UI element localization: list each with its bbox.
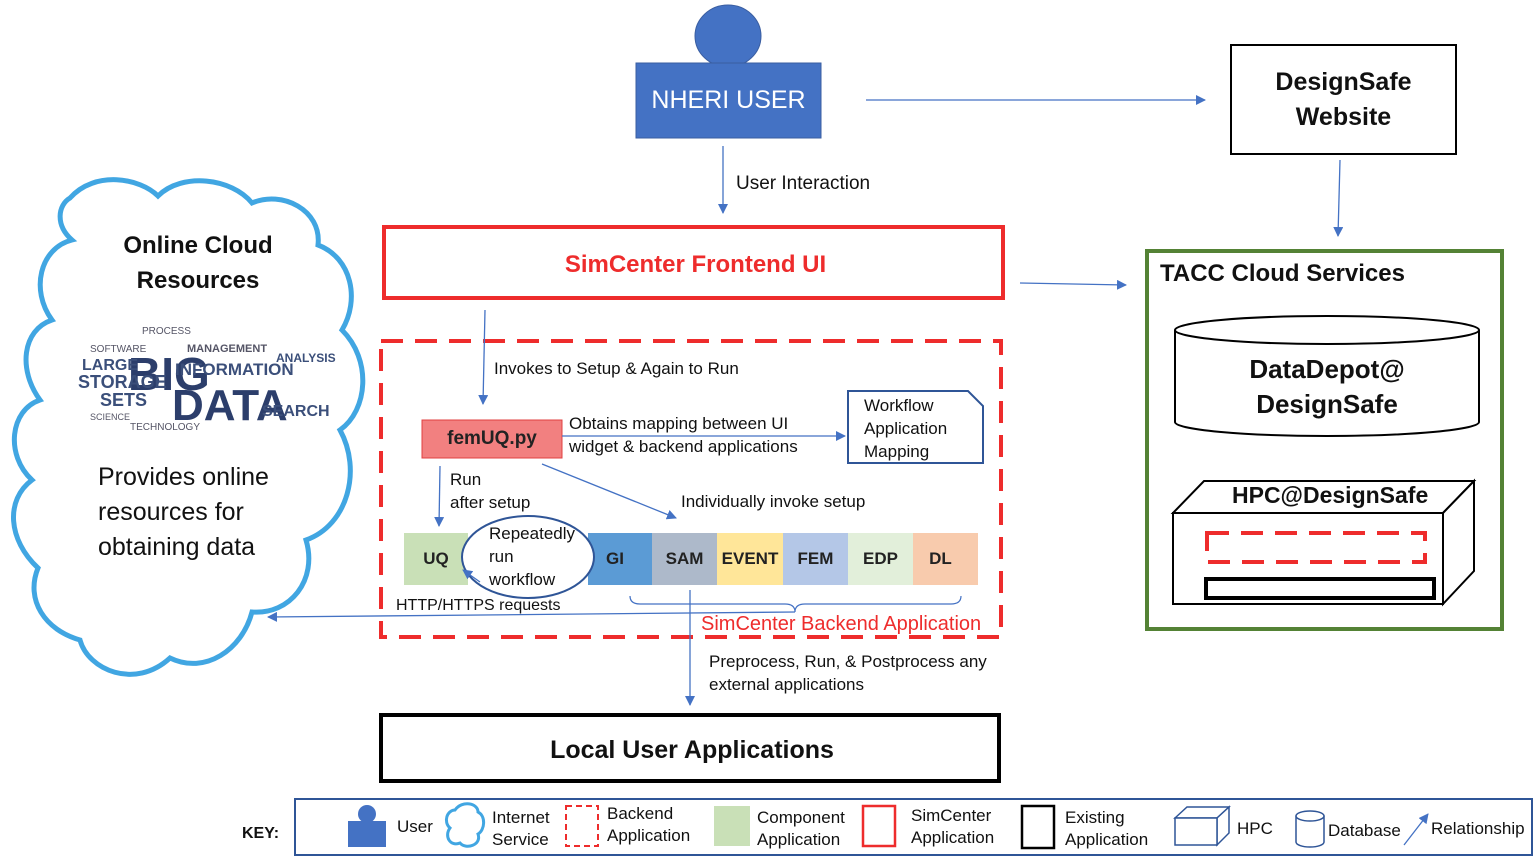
svg-text:TECHNOLOGY: TECHNOLOGY	[130, 422, 200, 433]
user-head	[694, 4, 762, 68]
key-user-icon	[348, 805, 386, 847]
key-title: KEY:	[242, 825, 280, 842]
local-apps-box	[379, 713, 1001, 783]
sam-segment-bg	[652, 533, 717, 585]
key-label-component: Component Application	[757, 808, 845, 849]
svg-text:DATA: DATA	[172, 381, 288, 430]
key-label-user: User	[397, 817, 433, 836]
invokes-label: Invokes to Setup & Again to Run	[494, 359, 739, 378]
femuq-label: femUQ.py	[447, 428, 537, 449]
arrow-repeat-loop	[462, 569, 481, 583]
edp-component: EDP	[863, 549, 898, 568]
big-data-wordcloud: BIG DATA INFORMATION STORAGE LARGE SETS …	[66, 302, 336, 442]
hpc-box	[1170, 478, 1477, 607]
arrow-femuq-to-uq	[434, 465, 445, 527]
svg-text:INFORMATION: INFORMATION	[175, 360, 294, 379]
user-label: NHERI USER	[651, 86, 806, 114]
mapping-label: Obtains mapping between UI widget & back…	[569, 414, 798, 456]
dl-segment-bg	[913, 533, 978, 585]
sam-component: SAM	[665, 549, 704, 568]
key-label-backend: Backend Application	[607, 804, 691, 845]
edp-segment-bg	[848, 533, 913, 585]
user-body	[635, 62, 822, 139]
arrow-frontend-to-femuq	[478, 309, 489, 405]
repeat-loop-ellipse	[461, 515, 595, 599]
arrow-http-to-cloud	[267, 611, 796, 622]
key-green-box-icon	[714, 806, 750, 846]
key-red-box-icon	[861, 804, 897, 848]
key-label-relationship: Relationship	[1431, 819, 1525, 838]
gi-component: GI	[606, 549, 624, 568]
preprocess-label: Preprocess, Run, & Postprocess any exter…	[709, 652, 987, 694]
tacc-title: TACC Cloud Services	[1160, 260, 1405, 287]
backend-box	[379, 339, 1003, 639]
designsafe-website-label: DesignSafe Website	[1275, 67, 1412, 131]
components-brace	[629, 595, 962, 613]
key-internet-cloud-icon	[444, 802, 486, 848]
datadepot-label: DataDepot@ DesignSafe	[1249, 354, 1405, 419]
key-label-database: Database	[1328, 821, 1401, 840]
key-label-existing: Existing Application	[1065, 808, 1149, 849]
dl-component: DL	[929, 549, 952, 568]
uq-component: UQ	[423, 549, 449, 568]
key-black-box-icon	[1020, 804, 1056, 850]
key-relationship-arrow-icon	[1403, 813, 1429, 846]
key-label-internet: Internet Service	[492, 808, 550, 849]
key-box	[294, 798, 1533, 856]
local-apps-label: Local User Applications	[550, 735, 834, 764]
http-label: HTTP/HTTPS requests	[396, 597, 561, 614]
arrow-frontend-to-tacc	[1019, 279, 1127, 290]
key-label-hpc: HPC	[1237, 819, 1273, 838]
designsafe-website-box	[1230, 44, 1457, 155]
repeatedly-run-label: Repeatedly run workflow	[489, 524, 576, 589]
key-database-icon	[1295, 810, 1325, 848]
uq-segment-bg	[404, 533, 468, 585]
svg-text:BIG: BIG	[128, 348, 210, 400]
cloud-title: Online Cloud Resources	[123, 232, 273, 294]
workflow-mapping-label: Workflow Application Mapping	[864, 396, 948, 461]
key-label-simcenter: SimCenter Application	[911, 806, 995, 847]
event-component: EVENT	[721, 549, 779, 568]
svg-text:SETS: SETS	[100, 390, 147, 410]
arrow-designsafe-to-tacc	[1333, 159, 1344, 237]
svg-text:PROCESS: PROCESS	[142, 326, 191, 337]
cloud-description: Provides online resources for obtaining …	[98, 463, 269, 561]
individually-invoke-label: Individually invoke setup	[681, 492, 866, 511]
arrow-femuq-to-components	[541, 463, 677, 520]
datadepot-database	[1174, 315, 1480, 437]
frontend-label: SimCenter Frontend UI	[564, 250, 827, 278]
femuq-box	[421, 419, 563, 459]
svg-text:SOFTWARE: SOFTWARE	[90, 344, 147, 355]
frontend-box	[382, 225, 1005, 300]
svg-text:LARGE: LARGE	[82, 357, 138, 374]
svg-text:MANAGEMENT: MANAGEMENT	[187, 343, 267, 355]
svg-text:SCIENCE: SCIENCE	[90, 412, 130, 422]
svg-text:SEARCH: SEARCH	[262, 403, 330, 420]
svg-text:ANALYSIS: ANALYSIS	[276, 351, 336, 365]
event-segment-bg	[717, 533, 783, 585]
run-after-setup-label: Run after setup	[450, 470, 531, 512]
fem-component: FEM	[797, 549, 834, 568]
backend-label: SimCenter Backend Application	[701, 613, 982, 635]
fem-segment-bg	[783, 533, 848, 585]
workflow-mapping-doc	[847, 390, 984, 464]
svg-text:STORAGE: STORAGE	[78, 372, 167, 392]
key-hpc-icon	[1173, 805, 1231, 847]
gi-segment-bg	[588, 533, 652, 585]
user-interaction-label: User Interaction	[736, 173, 871, 194]
hpc-label: HPC@DesignSafe	[1232, 482, 1429, 508]
key-dashed-red-box-icon	[565, 805, 599, 847]
